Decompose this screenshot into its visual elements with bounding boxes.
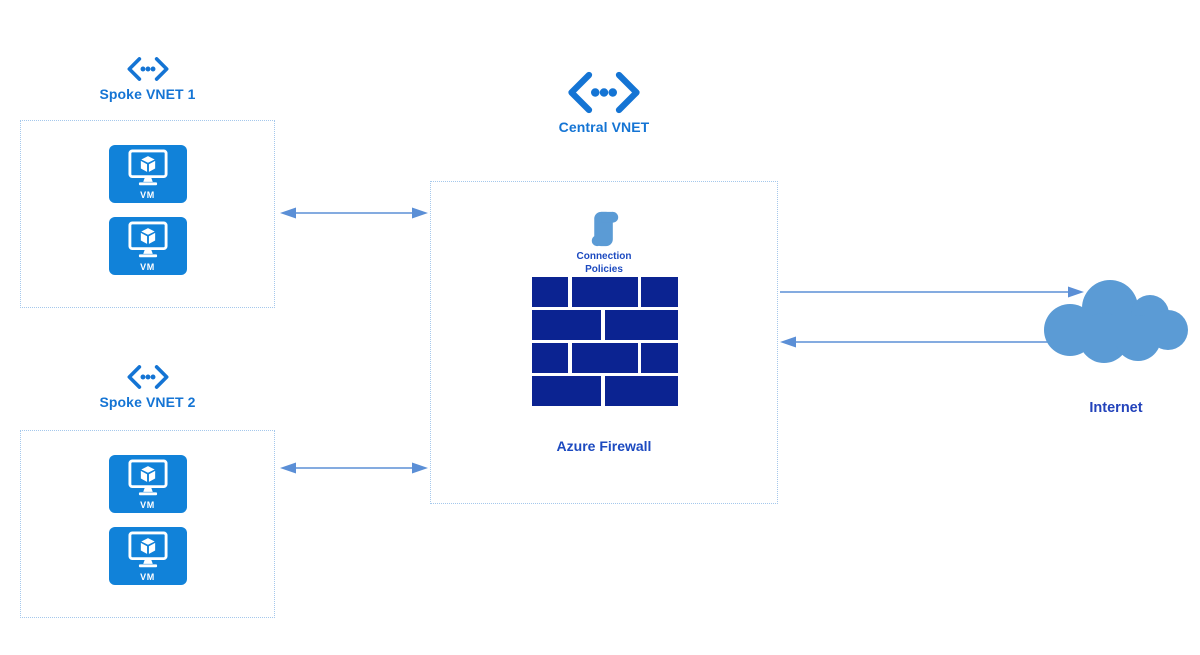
connector-spoke2-central [280,462,428,474]
connector-spoke1-central [280,207,428,219]
vm-monitor-cube-icon [127,148,168,185]
vnet-icon [568,71,640,114]
vm-label: VM [140,499,155,510]
vm-monitor-cube-icon [127,220,168,257]
vm-label: VM [140,189,155,200]
vm-monitor-cube-icon [127,458,168,495]
brick [532,310,601,340]
spoke-vnet-1-label: Spoke VNET 1 [99,86,196,102]
brick [641,343,678,373]
brick [532,277,568,307]
central-vnet-boundary: Connection Policies Azure F [430,181,778,504]
vnet-icon [127,365,168,389]
firewall-brick-wall-icon [532,277,678,406]
brick [641,277,678,307]
policy-scroll-icon [591,211,619,247]
central-vnet-header: Central VNET [430,70,778,135]
internet-label: Internet [1089,400,1143,416]
azure-firewall-label: Azure Firewall [556,438,652,454]
brick [571,277,638,307]
brick [605,376,678,406]
spoke-vnet-2-label: Spoke VNET 2 [99,394,196,410]
brick [571,343,638,373]
vm-monitor-cube-icon [127,530,168,567]
connector-internet-to-central [780,336,1076,348]
spoke-vnet-2-header: Spoke VNET 2 [20,364,275,410]
vm-label: VM [140,261,155,272]
vm-tile: VM [108,455,187,513]
spoke-vnet-1-header: Spoke VNET 1 [20,56,275,102]
brick [532,343,568,373]
connection-policies-label: Connection Policies [576,251,632,275]
vm-tile: VM [108,145,187,203]
vm-tile: VM [108,217,187,275]
vnet-icon [127,57,168,81]
spoke-vnet-1-boundary: VM VM [20,120,275,308]
spoke-vnet-2-boundary: VM VM [20,430,275,618]
connector-central-to-internet [780,286,1084,298]
brick [605,310,678,340]
central-vnet-label: Central VNET [558,119,650,135]
vm-tile: VM [108,527,187,585]
vm-label: VM [140,571,155,582]
brick [532,376,601,406]
internet-cloud-icon [1044,280,1188,363]
